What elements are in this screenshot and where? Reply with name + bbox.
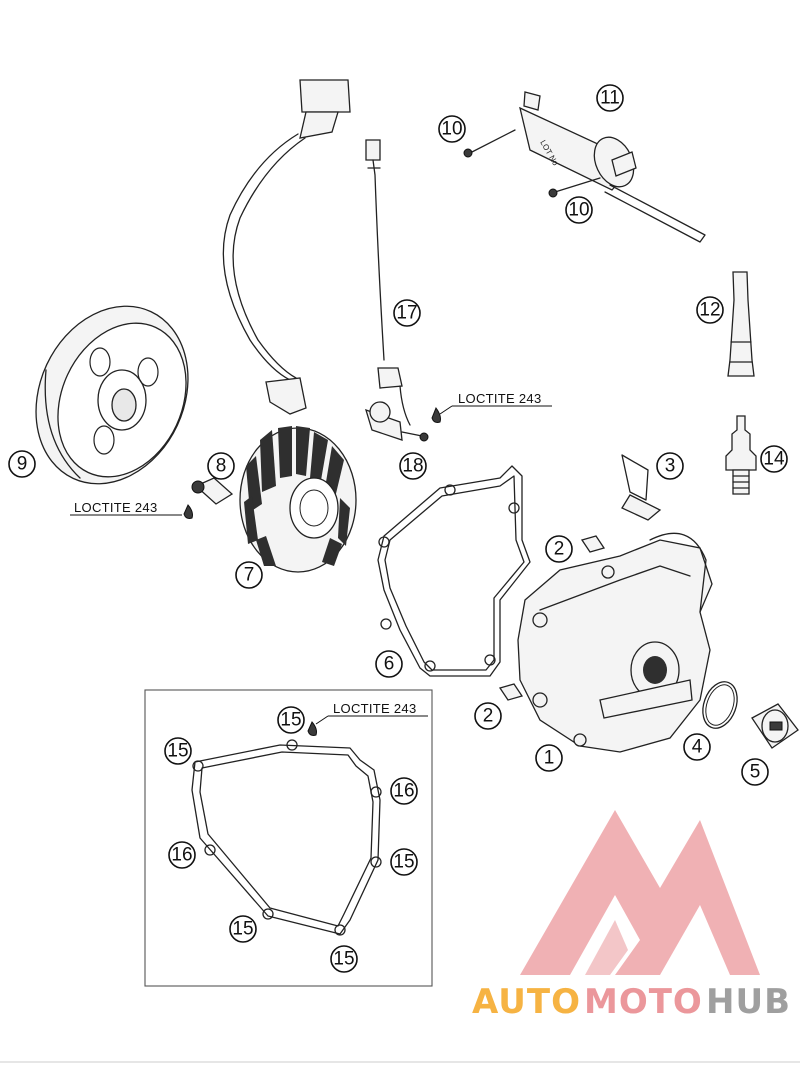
svg-text:10: 10 <box>441 119 462 140</box>
callout-8: 8 <box>207 452 235 480</box>
callout-11: 11 <box>596 84 624 112</box>
svg-text:11: 11 <box>600 88 620 109</box>
generator-cover <box>517 532 713 753</box>
svg-text:1: 1 <box>544 748 555 769</box>
callout-16-b: 16 <box>168 841 196 869</box>
spark-plug-connector <box>727 271 755 377</box>
loctite-drop-1 <box>431 406 441 423</box>
stator-bolt <box>191 477 234 505</box>
svg-text:15: 15 <box>232 919 253 940</box>
callout-16-a: 16 <box>390 777 418 805</box>
callout-7: 7 <box>235 561 263 589</box>
ignition-coil: LOT No <box>519 91 706 243</box>
svg-text:7: 7 <box>244 565 255 586</box>
svg-text:10: 10 <box>568 200 589 221</box>
svg-text:18: 18 <box>402 456 423 477</box>
svg-text:15: 15 <box>393 852 414 873</box>
svg-text:15: 15 <box>333 949 354 970</box>
coil-bolt-upper <box>463 129 516 158</box>
svg-text:2: 2 <box>554 539 565 560</box>
svg-text:8: 8 <box>216 456 227 477</box>
callout-1: 1 <box>535 744 563 772</box>
loctite-drop-3 <box>307 721 317 736</box>
gasket-detail-inset <box>144 689 433 987</box>
spark-plug <box>725 415 757 495</box>
callout-2-upper: 2 <box>545 535 573 563</box>
svg-text:15: 15 <box>280 710 301 731</box>
svg-text:17: 17 <box>396 303 417 324</box>
flywheel-rotor <box>35 305 189 485</box>
callout-12: 12 <box>696 296 724 324</box>
pickup-sensor-cable <box>365 139 429 442</box>
loctite-label-inset: LOCTITE 243 <box>333 701 417 716</box>
svg-text:3: 3 <box>665 456 676 477</box>
dowel-lower <box>498 683 524 701</box>
loctite-label-upper: LOCTITE 243 <box>458 391 542 406</box>
loctite-note-left: LOCTITE 243 <box>70 500 182 516</box>
callout-15-b: 15 <box>164 737 192 765</box>
callout-4: 4 <box>683 733 711 761</box>
svg-text:4: 4 <box>692 737 703 758</box>
svg-text:9: 9 <box>17 454 28 475</box>
loctite-label-left: LOCTITE 243 <box>74 500 158 515</box>
loctite-note-upper: LOCTITE 243 <box>439 391 552 415</box>
loctite-drop-2 <box>183 504 193 519</box>
svg-text:12: 12 <box>699 300 720 321</box>
logo-text-auto: AUTO <box>472 982 581 1022</box>
stator <box>222 79 357 573</box>
callout-15-c: 15 <box>390 848 418 876</box>
callout-15-e: 15 <box>330 945 358 973</box>
svg-text:15: 15 <box>167 741 188 762</box>
callout-6: 6 <box>375 650 403 678</box>
callout-15-a: 15 <box>277 706 305 734</box>
callout-2-lower: 2 <box>474 702 502 730</box>
svg-text:2: 2 <box>483 706 494 727</box>
svg-text:16: 16 <box>171 845 192 866</box>
logo-text-hub: HUB <box>706 982 791 1022</box>
callout-10-upper: 10 <box>438 115 466 143</box>
callout-3: 3 <box>656 452 684 480</box>
callout-5: 5 <box>741 758 769 786</box>
callout-15-d: 15 <box>229 915 257 943</box>
svg-text:16: 16 <box>393 781 414 802</box>
callout-9: 9 <box>8 450 36 478</box>
automotohub-logo: AUTO MOTO HUB <box>472 810 791 1022</box>
svg-text:14: 14 <box>763 449 785 470</box>
svg-text:5: 5 <box>750 762 761 783</box>
cable-grommet <box>621 454 662 521</box>
callout-14: 14 <box>760 445 788 473</box>
coil-bolt-lower <box>548 177 601 198</box>
screw-plug <box>751 703 799 749</box>
callout-18: 18 <box>399 452 427 480</box>
callout-10-lower: 10 <box>565 196 593 224</box>
o-ring <box>702 681 738 729</box>
callout-17: 17 <box>393 299 421 327</box>
svg-text:6: 6 <box>384 654 395 675</box>
dowel-upper <box>580 535 606 553</box>
cover-gasket <box>377 465 531 677</box>
logo-text-moto: MOTO <box>584 982 703 1022</box>
loctite-note-inset: LOCTITE 243 <box>315 701 428 725</box>
